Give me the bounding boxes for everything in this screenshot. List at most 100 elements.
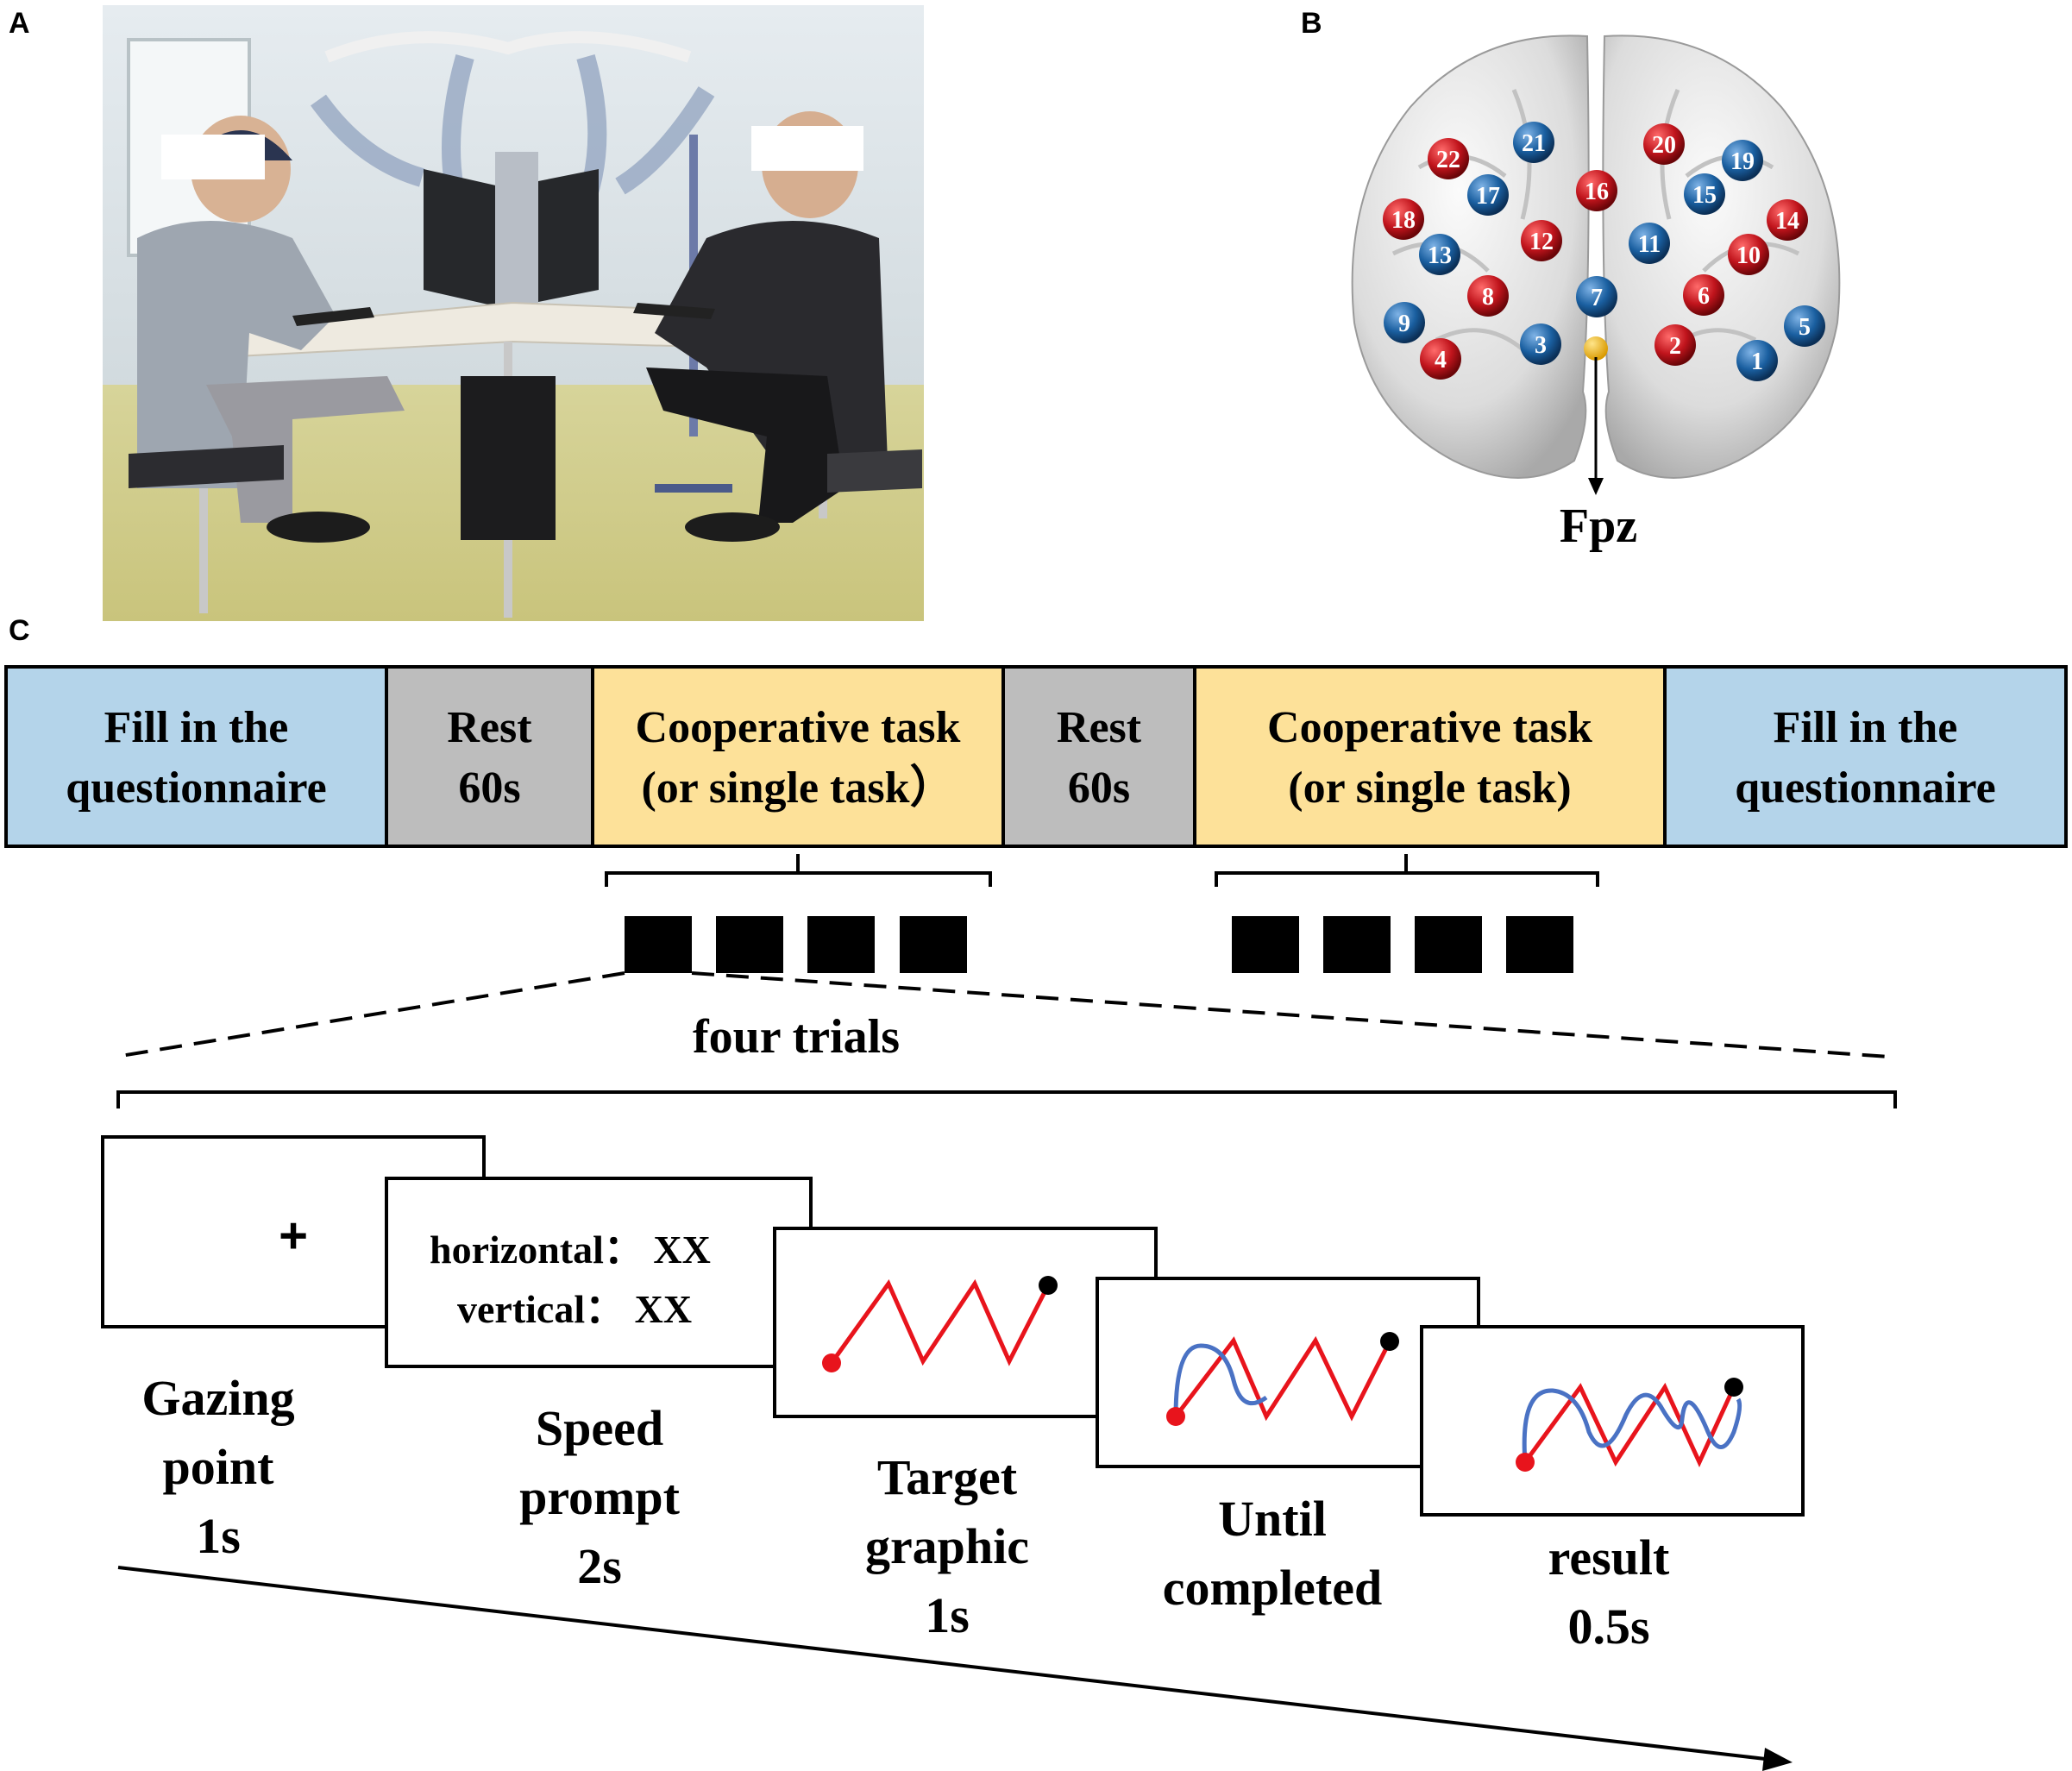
step-caption-line: Gazing [141, 1370, 294, 1426]
channel-number: 16 [1585, 179, 1609, 205]
channel-21: 21 [1513, 122, 1554, 163]
result-trace [1522, 1388, 1742, 1463]
channel-ball [1736, 340, 1778, 381]
channel-2: 2 [1654, 324, 1696, 366]
trial-square [900, 916, 967, 973]
fpz-marker [1584, 336, 1608, 361]
channel-ball [1576, 170, 1617, 211]
channel-number: 2 [1669, 333, 1681, 360]
photo-monitor-left [424, 169, 499, 307]
trial-square [716, 916, 783, 973]
channel-number: 20 [1652, 132, 1676, 159]
channel-5: 5 [1784, 305, 1825, 347]
timeline-block-line1: Fill in the [1774, 703, 1958, 752]
screen-target-graphic [773, 1227, 1158, 1418]
completed-start-point [1166, 1407, 1185, 1426]
channel-14: 14 [1767, 199, 1808, 241]
channel-11: 11 [1629, 223, 1670, 264]
step-caption-line: Target [877, 1449, 1018, 1505]
channel-ball [1683, 274, 1724, 316]
timeline-block-bg [1193, 665, 1667, 848]
channel-4: 4 [1420, 338, 1461, 380]
completed-zigzag [1174, 1335, 1392, 1422]
zoom-line-left [115, 971, 625, 1058]
speed-prompt-horizontal: horizontal： XX [430, 1228, 711, 1272]
channel-17: 17 [1467, 174, 1509, 216]
channel-13: 13 [1419, 234, 1460, 275]
screen-speed-prompt [385, 1177, 813, 1368]
channel-ball [1576, 276, 1617, 317]
trial-bracket [116, 1090, 1897, 1108]
step-caption-line: 0.5s [1567, 1598, 1649, 1655]
timeline-block-3: Cooperative task(or single task） [591, 665, 1005, 848]
time-arrow-line [117, 1566, 1774, 1762]
channel-ball [1728, 234, 1769, 275]
channel-15: 15 [1684, 173, 1725, 215]
step-caption-line: 2s [577, 1538, 622, 1594]
channel-7: 7 [1576, 276, 1617, 317]
channel-ball [1520, 323, 1561, 365]
step-caption-line: point [163, 1439, 275, 1495]
speed-prompt-vertical: vertical： XX [457, 1287, 692, 1331]
channel-6: 6 [1683, 274, 1724, 316]
timeline-block-line2: questionnaire [66, 763, 326, 813]
photo-left-shoe [267, 512, 370, 543]
step-caption-1: Gazing point 1s [141, 1370, 294, 1564]
channel-ball [1767, 199, 1808, 241]
channel-number: 3 [1535, 332, 1547, 359]
target-end-point [1039, 1276, 1058, 1295]
time-arrow-head [1762, 1748, 1793, 1771]
channel-1: 1 [1736, 340, 1778, 381]
channel-ball [1684, 173, 1725, 215]
channel-number: 5 [1799, 314, 1811, 341]
channel-number: 22 [1436, 147, 1460, 173]
photo-face-mask-right [751, 126, 863, 171]
channel-ball [1513, 122, 1554, 163]
task-bracket-2 [1215, 854, 1599, 887]
trial-square [1415, 916, 1482, 973]
channel-ball [1784, 305, 1825, 347]
screen-until-completed [1096, 1277, 1480, 1468]
step-caption-line: graphic [865, 1518, 1029, 1574]
channel-number: 11 [1638, 231, 1661, 258]
channel-number: 19 [1730, 148, 1755, 175]
channel-number: 18 [1391, 207, 1416, 234]
channel-number: 6 [1698, 283, 1710, 310]
trial-square [1506, 916, 1573, 973]
fpz-arrow-head [1588, 478, 1604, 495]
gazing-cross: + [279, 1208, 308, 1264]
channel-ball [1383, 198, 1424, 240]
timeline-block-bg [1001, 665, 1196, 848]
channel-number: 21 [1522, 130, 1546, 157]
completed-trace [1173, 1343, 1268, 1417]
screen-result [1420, 1325, 1805, 1517]
zoom-line-right [691, 971, 1890, 1058]
photo-left-body [137, 221, 336, 488]
fpz-label: Fpz [1560, 499, 1637, 553]
channel-number: 8 [1482, 284, 1494, 311]
channel-number: 7 [1591, 285, 1603, 311]
experiment-photo [103, 5, 924, 621]
timeline-block-bg [1663, 665, 2068, 848]
panel-label-b: B [1301, 7, 1322, 40]
trial-square [625, 916, 692, 973]
step-caption-line: completed [1163, 1560, 1383, 1616]
trial-square [1232, 916, 1299, 973]
channel-ball [1654, 324, 1696, 366]
photo-pc-tower [461, 376, 556, 540]
timeline-block-line2: 60s [458, 763, 520, 813]
channel-9: 9 [1384, 302, 1425, 343]
timeline-block-bg [4, 665, 388, 848]
channel-10: 10 [1728, 234, 1769, 275]
step-caption-line: 1s [196, 1508, 241, 1564]
channel-number: 10 [1736, 242, 1761, 269]
photo-right-legs [646, 367, 844, 523]
timeline-block-5: Cooperative task(or single task) [1193, 665, 1667, 848]
